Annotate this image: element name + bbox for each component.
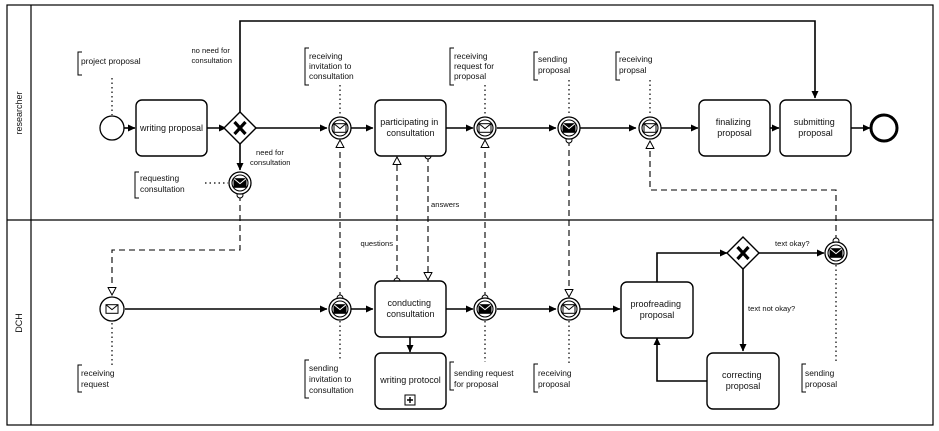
svg-text:sending request for prop: sending request for proposal [454,368,516,389]
svg-text:requesting consultation: requesting consultation [140,173,185,194]
annotation-receiving-request-proposal: receiving request for proposal [449,47,496,86]
message-flows [112,140,836,298]
svg-text:receiving propsal: receiving propsal [619,54,655,75]
annotation-sending-request-proposal: sending request for proposal [449,361,516,391]
label-text-okay: text okay? [775,239,810,248]
sending-proposal-event [558,117,580,139]
label-answers: answers [431,200,459,209]
annotation-requesting-consultation: requesting consultation [134,171,185,199]
sequence-flows [124,20,871,382]
start-event [99,115,125,141]
lane-label-researcher: researcher [14,91,24,134]
annotation-sending-proposal-top: sending proposal [533,51,570,81]
receiving-request-event [474,117,496,139]
annotation-receiving-invitation: receiving invitation to consultation [304,47,354,86]
message-start-event [99,296,125,322]
svg-text:sending proposal: sending proposal [538,54,570,75]
requesting-consultation-event [229,172,251,194]
annotation-project-proposal: project proposal [77,51,141,76]
task-label: finalizing proposal [716,117,754,138]
task-label: writing protocol [379,375,441,385]
end-event [869,113,899,143]
text-check-gateway [726,236,760,270]
svg-text:receiving proposal: receiving proposal [538,368,574,389]
subprocess-writing-protocol: writing protocol [374,352,447,410]
task-correcting-proposal: correcting proposal [706,352,780,410]
svg-text:sending proposal: sending proposal [805,368,837,389]
sending-invitation-event [329,298,351,320]
svg-text:receiving invitation to: receiving invitation to consultation [309,51,354,81]
receiving-invitation-event [329,117,351,139]
task-label: participating in consultation [380,117,441,138]
task-proofreading-proposal: proofreading proposal [620,281,694,339]
x-gateway-icon [736,245,750,261]
x-gateway-icon [233,120,247,136]
label-no-need-consultation: no need for consultation [191,46,232,65]
receiving-proposal-dch-event [558,298,580,320]
svg-text:receiving request for: receiving request for proposal [454,51,496,81]
task-label: proofreading proposal [630,299,683,320]
annotation-receiving-propsal-top: receiving propsal [615,51,655,81]
svg-text:sending invitation to: sending invitation to consultation [309,363,354,395]
task-label: correcting proposal [722,370,764,391]
label-text-not-okay: text not okay? [748,304,795,313]
sending-request-event [474,298,496,320]
task-writing-proposal: writing proposal [135,99,208,157]
associations [111,78,837,365]
annotation-receiving-proposal-bottom: receiving proposal [533,363,574,393]
annotation-sending-proposal-bottom: sending proposal [801,363,837,393]
task-finalizing-proposal: finalizing proposal [698,99,771,157]
task-participating-consultation: participating in consultation [374,99,447,157]
task-label: conducting consultation [386,298,434,319]
label-questions: questions [360,239,393,248]
annotation-sending-invitation: sending invitation to consultation [304,359,354,399]
plus-box-icon [404,394,416,406]
label-need-consultation: need for consultation [250,148,291,167]
svg-text:receiving request: receiving request [81,368,117,389]
receiving-proposal-event [639,117,661,139]
svg-text:project proposal: project proposal [81,56,141,66]
task-conducting-consultation: conducting consultation [374,280,447,338]
task-label: submitting proposal [794,117,838,138]
envelope-icon [105,304,119,314]
lane-label-dch: DCH [14,313,24,333]
consultation-gateway [223,111,257,145]
sending-proposal-dch-event [825,242,847,264]
annotation-receiving-request: receiving request [77,364,117,393]
task-label: writing proposal [139,123,203,133]
task-submitting-proposal: submitting proposal [779,99,852,157]
